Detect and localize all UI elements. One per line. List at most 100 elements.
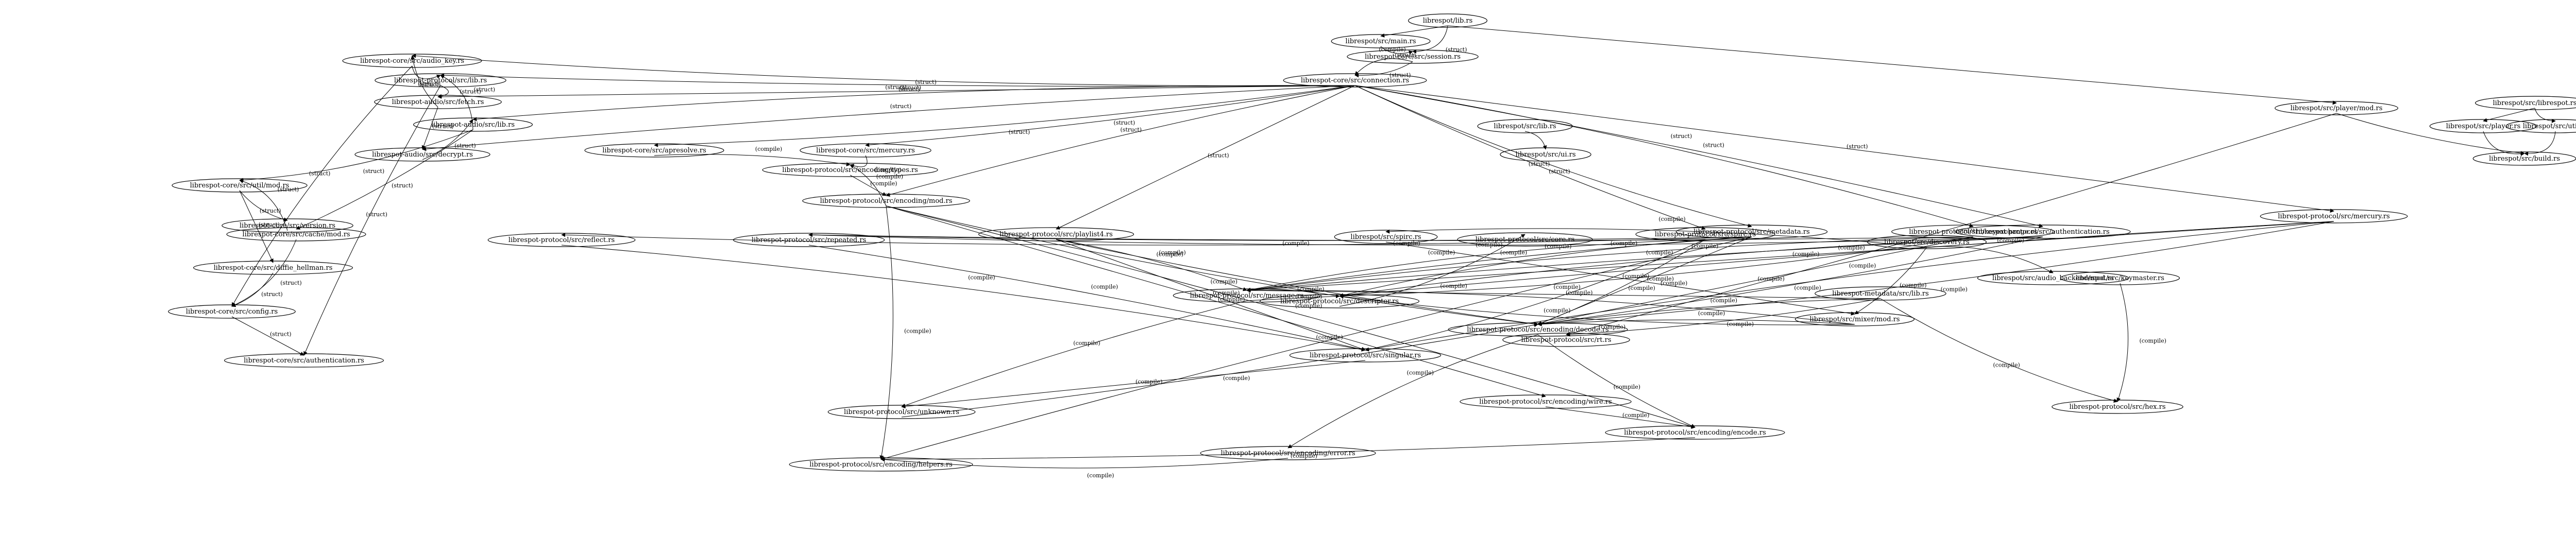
edge: (struct) bbox=[239, 190, 280, 263]
edge-label: (struct) bbox=[1549, 168, 1570, 175]
edge: (struct) bbox=[440, 73, 1355, 91]
node-ellipse bbox=[222, 218, 353, 233]
edge: (struct) bbox=[437, 85, 1355, 99]
node-label: librespot/src/build.rs bbox=[2489, 155, 2560, 163]
node-ellipse bbox=[375, 73, 506, 88]
node-label: librespot/src/keymaster.rs bbox=[2076, 274, 2164, 282]
edge-label: (compile) bbox=[1544, 307, 1570, 314]
edge: (compile) bbox=[808, 245, 1366, 352]
graph-node: librespot-protocol/src/singular.rs bbox=[1289, 348, 1442, 362]
edge-label: (struct) bbox=[270, 331, 292, 338]
edge-label: (compile) bbox=[1622, 412, 1649, 419]
edge-label: (compile) bbox=[1794, 285, 1821, 291]
edge: (struct) bbox=[1566, 113, 2337, 336]
edge-label: (struct) bbox=[366, 211, 387, 218]
node-ellipse bbox=[193, 261, 353, 275]
edge-line bbox=[422, 85, 1355, 151]
node-label: librespot-protocol/src/encoding/error.rs bbox=[1221, 450, 1355, 457]
edge-label: (compile) bbox=[1223, 375, 1250, 382]
graph-node: librespot/src/main.rs bbox=[1331, 34, 1431, 48]
edge-label: (struct) bbox=[261, 291, 283, 298]
edge-line bbox=[2483, 108, 2535, 123]
edge-label: (compile) bbox=[1691, 243, 1718, 250]
edge-line bbox=[2336, 113, 2525, 155]
edge-line bbox=[239, 190, 274, 263]
edge: (compile) bbox=[1385, 216, 1927, 248]
edge-label: (compile) bbox=[1622, 273, 1649, 280]
edge-line bbox=[880, 236, 1752, 460]
node-label: librespot-protocol/src/encoding/encode.r… bbox=[1624, 429, 1766, 437]
edge-line bbox=[880, 437, 1696, 461]
node-ellipse bbox=[1795, 312, 1915, 326]
edge-label: (struct) bbox=[309, 170, 331, 177]
edge-line bbox=[231, 239, 297, 307]
graph-node: librespot-core/src/util/mod.rs bbox=[172, 178, 308, 193]
edge-label: (struct) bbox=[915, 79, 937, 85]
edge-label: (compile) bbox=[1407, 370, 1434, 376]
graph-node: librespot-audio/src/fetch.rs bbox=[374, 95, 502, 109]
edge-line bbox=[1447, 25, 2337, 105]
edge: (struct) bbox=[239, 179, 299, 231]
node-label: librespot-protocol/src/repeated.rs bbox=[752, 236, 867, 244]
edge: (compile) bbox=[808, 233, 1752, 247]
edge: (struct) bbox=[1354, 85, 1752, 228]
edge-line bbox=[1246, 236, 1974, 292]
node-ellipse bbox=[2429, 119, 2537, 133]
edge-label: (struct) bbox=[1114, 119, 1136, 126]
graph-node: librespot-protocol/src/encoding/error.rs bbox=[1200, 446, 1376, 460]
edge-line bbox=[2524, 131, 2556, 156]
node-ellipse bbox=[1283, 73, 1427, 88]
node-label: librespot-core/src/version.rs bbox=[240, 222, 335, 230]
graph-node: librespot-protocol/src/descriptor.rs bbox=[1260, 294, 1420, 308]
edge-layer: (struct)(struct)(struct)(compile)(struct… bbox=[231, 25, 2556, 479]
edge-label: (struct) bbox=[278, 186, 299, 193]
graph-node: librespot-core/src/authentication.rs bbox=[224, 353, 384, 368]
node-label: librespot-core/src/config.rs bbox=[186, 308, 278, 316]
edge-line bbox=[231, 316, 304, 356]
graph-node: librespot/src/discovery.rs bbox=[1867, 235, 1987, 249]
edge-line bbox=[239, 190, 288, 222]
edge: (struct) bbox=[411, 55, 440, 108]
edge: (struct) bbox=[1354, 85, 2334, 213]
edge: (compile) bbox=[1365, 239, 1706, 352]
edge-label: (compile) bbox=[755, 146, 782, 152]
edge-label: (compile) bbox=[1476, 241, 1502, 248]
edge: (struct) bbox=[303, 85, 441, 356]
edge-line bbox=[1537, 239, 1706, 325]
graph-node: librespot-protocol/src/authentication.rs bbox=[1955, 224, 2131, 239]
node-label: librespot-core/src/apresolve.rs bbox=[602, 147, 706, 154]
edge: (compile) bbox=[1246, 284, 1855, 325]
graph-node: librespot-protocol/src/encoding/mod.rs bbox=[802, 194, 970, 208]
node-ellipse bbox=[1200, 446, 1376, 460]
node-ellipse bbox=[487, 233, 636, 247]
node-label: librespot-metadata/src/lib.rs bbox=[1832, 290, 1929, 298]
edge-line bbox=[1246, 236, 2043, 292]
edge-line bbox=[422, 119, 473, 160]
graph-node: librespot-core/src/apresolve.rs bbox=[584, 143, 724, 158]
node-label: librespot-protocol/src/encoding/helpers.… bbox=[809, 461, 952, 469]
edge-line bbox=[1246, 294, 1340, 301]
graph-node: librespot/src/lib.rs bbox=[1477, 119, 1573, 133]
edge-label: (compile) bbox=[1553, 284, 1580, 290]
edge-line bbox=[1365, 221, 2334, 352]
edge-line bbox=[1412, 25, 1448, 54]
graph-node: librespot/src/player.rs bbox=[2429, 119, 2537, 133]
node-label: librespot-protocol/src/keyexchange.rs bbox=[1909, 228, 2037, 236]
graph-node: librespot-protocol/src/spirc.rs bbox=[1635, 227, 1775, 241]
edge-line bbox=[1354, 58, 1413, 76]
edge-label: (struct) bbox=[899, 86, 920, 93]
edge: (struct) bbox=[421, 107, 454, 150]
graph-node: librespot-metadata/src/lib.rs bbox=[1815, 286, 1946, 301]
edge-label: (compile) bbox=[1073, 340, 1100, 347]
edge: (struct) bbox=[239, 190, 288, 222]
edge bbox=[2534, 108, 2556, 123]
edge: (compile) bbox=[561, 245, 1366, 352]
node-label: librespot-protocol/src/encoding/mod.rs bbox=[820, 197, 953, 205]
node-ellipse bbox=[978, 227, 1134, 241]
edge: (compile) bbox=[561, 233, 1752, 256]
edge: (struct) bbox=[231, 65, 413, 307]
graph-node: librespot-core/src/cache/mod.rs bbox=[226, 227, 366, 241]
node-ellipse bbox=[1867, 235, 1987, 249]
node-ellipse bbox=[226, 227, 366, 241]
node-ellipse bbox=[1448, 322, 1628, 337]
